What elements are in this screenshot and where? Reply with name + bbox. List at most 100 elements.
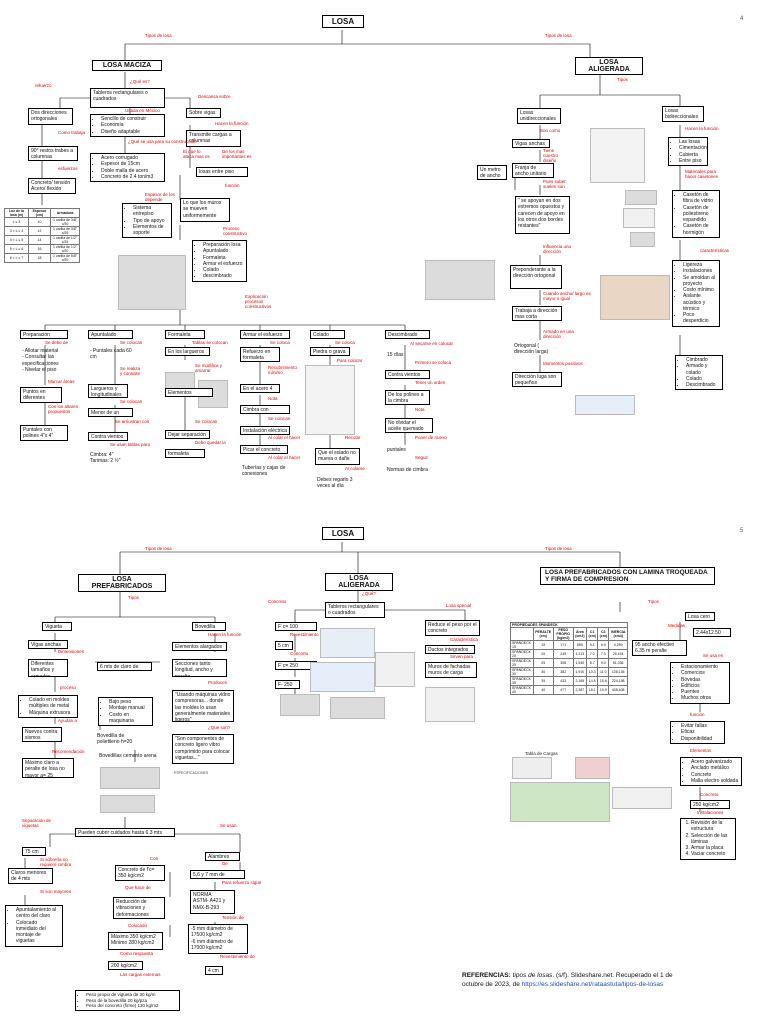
node-piedra-grava: Piedra o grava (310, 347, 350, 356)
image-caseton-2 (623, 208, 655, 228)
step-formaleta: Formaleta (165, 330, 205, 339)
table-cell: 1,213 (572, 649, 588, 659)
proc-item: Descimbrado (686, 382, 720, 388)
references-title: tipos de losas (512, 972, 553, 979)
node-contra-vientos-2: Contra vientos (385, 370, 430, 379)
table-header-cell: Área (cm2) (572, 627, 588, 641)
table-cell: 224,198 (608, 676, 628, 686)
rel-lo-ataca: El que lo ataca mas es (183, 149, 210, 159)
proceso-item: Armar el esfuerzo (203, 261, 244, 267)
rel-apunt-5: Se usan tablas para (110, 442, 151, 447)
table-cell: 19.9 (597, 685, 610, 695)
rel-medidas: Medidas (668, 623, 686, 628)
peso-item: Peso de la bovedilla 20 kg/pza (86, 998, 177, 1004)
rel-tension: Tensión de (222, 915, 244, 920)
table-header-cell: Espesor (cm) (27, 208, 52, 218)
rel-caracteristicas: características (700, 248, 730, 253)
table-header-cell: C1 (cm) (586, 627, 599, 641)
node-regarlo: Debes regarlo 3 veces al día (317, 477, 353, 490)
rel-armar-2: Recubrimiento mínimo (268, 365, 298, 375)
uso-item: Diseño adaptable (101, 129, 162, 135)
table-cell: 30 (532, 667, 554, 677)
rel-colado-3: Recolar (345, 435, 361, 440)
rel-materiales: Materiales para hacer casetones (685, 169, 719, 179)
table-cell: 12 (27, 226, 52, 236)
table-cell: 18.1 (586, 685, 599, 695)
proceso-item: Apuntalado (203, 248, 244, 254)
references-text: . (s/f). Slideshare.net. Recuperado el 1… (462, 972, 673, 988)
image-losa-aligerada-obra (600, 275, 670, 320)
table-cell: 11.0 (597, 667, 610, 677)
node-losa-cero: Losa cero (685, 612, 715, 621)
rel-colado-4: Al colarse (345, 466, 365, 471)
caseton-item: Casetón de fibra de vidrio (683, 192, 717, 205)
rel-que: ¿Qué? (362, 591, 376, 596)
bi-func-item: Entre piso (679, 158, 705, 164)
node-75cm: 75 cm (22, 847, 46, 856)
table-cell: 2,387 (572, 685, 588, 695)
page-title: LOSA (322, 15, 364, 28)
rel-que-hace: Que hace de (125, 885, 151, 890)
rel-revestimiento-prefab: Revestimiento de (220, 954, 255, 959)
node-transmite: Transmite cargas a columnas (186, 130, 241, 147)
step-apuntalado: Apuntalado (88, 330, 133, 339)
image-bovedillas (100, 767, 160, 789)
caract-item: Aislante acústico y térmico (683, 293, 717, 312)
rel-tipos-left: Tipos de losa (145, 33, 172, 38)
page-number: 4 (740, 16, 744, 22)
node-elementos-alargados: Elementos alargados (172, 642, 227, 651)
table-cell: 477 (552, 685, 574, 695)
rel-para-refuerzo: Para refuerzo sigue (222, 880, 262, 885)
node-que-solado: Que el solado no mueva o dañe (315, 448, 360, 465)
page-5: 5 LOSA Tipos de losa Tipos de losa LOSA … (0, 512, 768, 1024)
proc-item: Armado y colado (686, 363, 720, 376)
image-losa-aligerada-detalle (320, 628, 375, 658)
list-instalaciones: Revisión de la estructura Selección de l… (680, 818, 736, 860)
table-cell: 5 < L ≤ 6 (4, 244, 29, 254)
rel-cuando: Cuando ancho/ largo es mayor o igual (543, 291, 591, 301)
list-funcion-lamina: Evitar fallas Eficaz Disponibilidad (670, 721, 725, 744)
rel-se-usa: Se usa en (703, 653, 724, 658)
image-tabla-colado (305, 365, 355, 435)
page-title: LOSA (322, 527, 364, 540)
node-6-mts: 6 mts de claro de losas (97, 662, 152, 671)
ventaja-item: Costo en maquinaria (109, 712, 150, 725)
rel-tiene: Tiene nuestro diseño (543, 148, 559, 163)
rel-pueden: Pues suber suelen son (543, 179, 566, 189)
rel-apunt-3: Se colocan (120, 399, 143, 404)
bi-func-item: Cimentación (679, 145, 707, 151)
rel-recomendacion: Recomendación (52, 749, 85, 754)
heading-losa-lamina: LOSA PREFABRICADOS CON LAMINA TROQUEADA … (540, 567, 715, 585)
table-cell: 1 varilla de 1/2" c/20 (50, 244, 80, 254)
table-header-cell: Armadura (50, 208, 80, 218)
table-header-cell: C2 (cm) (597, 627, 610, 641)
node-metro-ancho: Un metro de ancho (477, 165, 507, 180)
proc-prefab-item: Colado en moldes múltiples de metal (29, 697, 75, 710)
inst-item: Revisión de la estructura (691, 820, 733, 833)
proceso-item: descimbrado (203, 273, 244, 279)
node-en-largueros: En los largueros (165, 347, 210, 356)
table-cell: 8.7 (586, 658, 599, 668)
sistema-item: Tipo de apoyo (133, 218, 169, 224)
rel-armar-6: Al colar el hacer (268, 455, 301, 460)
rel-funcion-lamina: función (690, 712, 705, 717)
sistema-item: Elementos de soporte (133, 224, 169, 237)
rel-desc-1: Al secarse en colocar (410, 341, 454, 346)
table-cell: 51,336 (608, 658, 628, 668)
uso-lamina-item: Puentes (681, 689, 727, 695)
table-cell: 1 varilla de 3/8" c/25 (50, 226, 80, 236)
node-polines: De los polines a la cimbra (385, 390, 430, 405)
caract-item: Instalaciones (683, 268, 717, 274)
references-link[interactable]: https://es.slideshare.net/rataastuta/tip… (521, 980, 664, 988)
rel-armar-3: Nota (268, 396, 278, 401)
rel-caracteristica: Característica (450, 637, 478, 642)
table-cell: 10.3 (586, 667, 599, 677)
image-losa-vigueta (425, 687, 475, 722)
node-diametro: 5,6 y 7 mm de diámetro (190, 870, 245, 879)
node-muros: Lo que los muros se mueven uniformemente (180, 198, 230, 222)
caseton-item: Casetón de hormigón (683, 223, 717, 236)
